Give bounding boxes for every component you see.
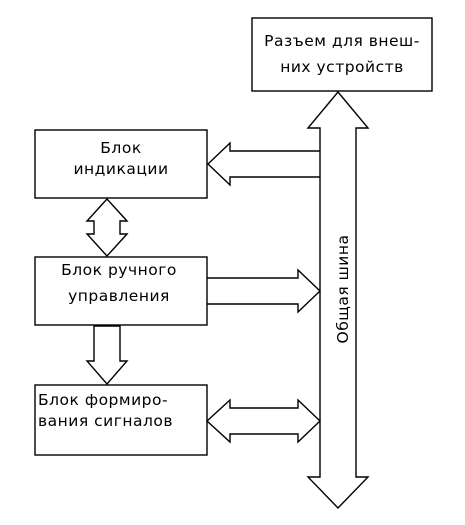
indication-label-line2: индикации [73, 160, 169, 178]
indication-manual-arrow [85, 197, 129, 258]
indication-label-line1: Блок [100, 139, 142, 157]
manual-box [34, 256, 208, 326]
connector-label-line2: них устройств [280, 58, 404, 76]
manual-to-bus-arrow [207, 268, 322, 314]
manual-to-signal-arrow [85, 325, 129, 386]
bus-arrow [306, 90, 370, 510]
manual-label-line1: Блок ручного [61, 261, 177, 279]
bus-to-indication-arrow [206, 141, 320, 187]
signal-box [34, 384, 208, 456]
bus-label: Общая шина [334, 234, 352, 344]
signal-label-line2: вания сигналов [38, 412, 173, 430]
manual-label-line2: управления [68, 287, 170, 305]
connector-box [251, 17, 433, 92]
signal-bus-double-arrow [205, 398, 322, 444]
connector-label-line1: Разъем для внеш- [264, 32, 420, 50]
signal-label-line1: Блок формиро- [38, 391, 169, 409]
